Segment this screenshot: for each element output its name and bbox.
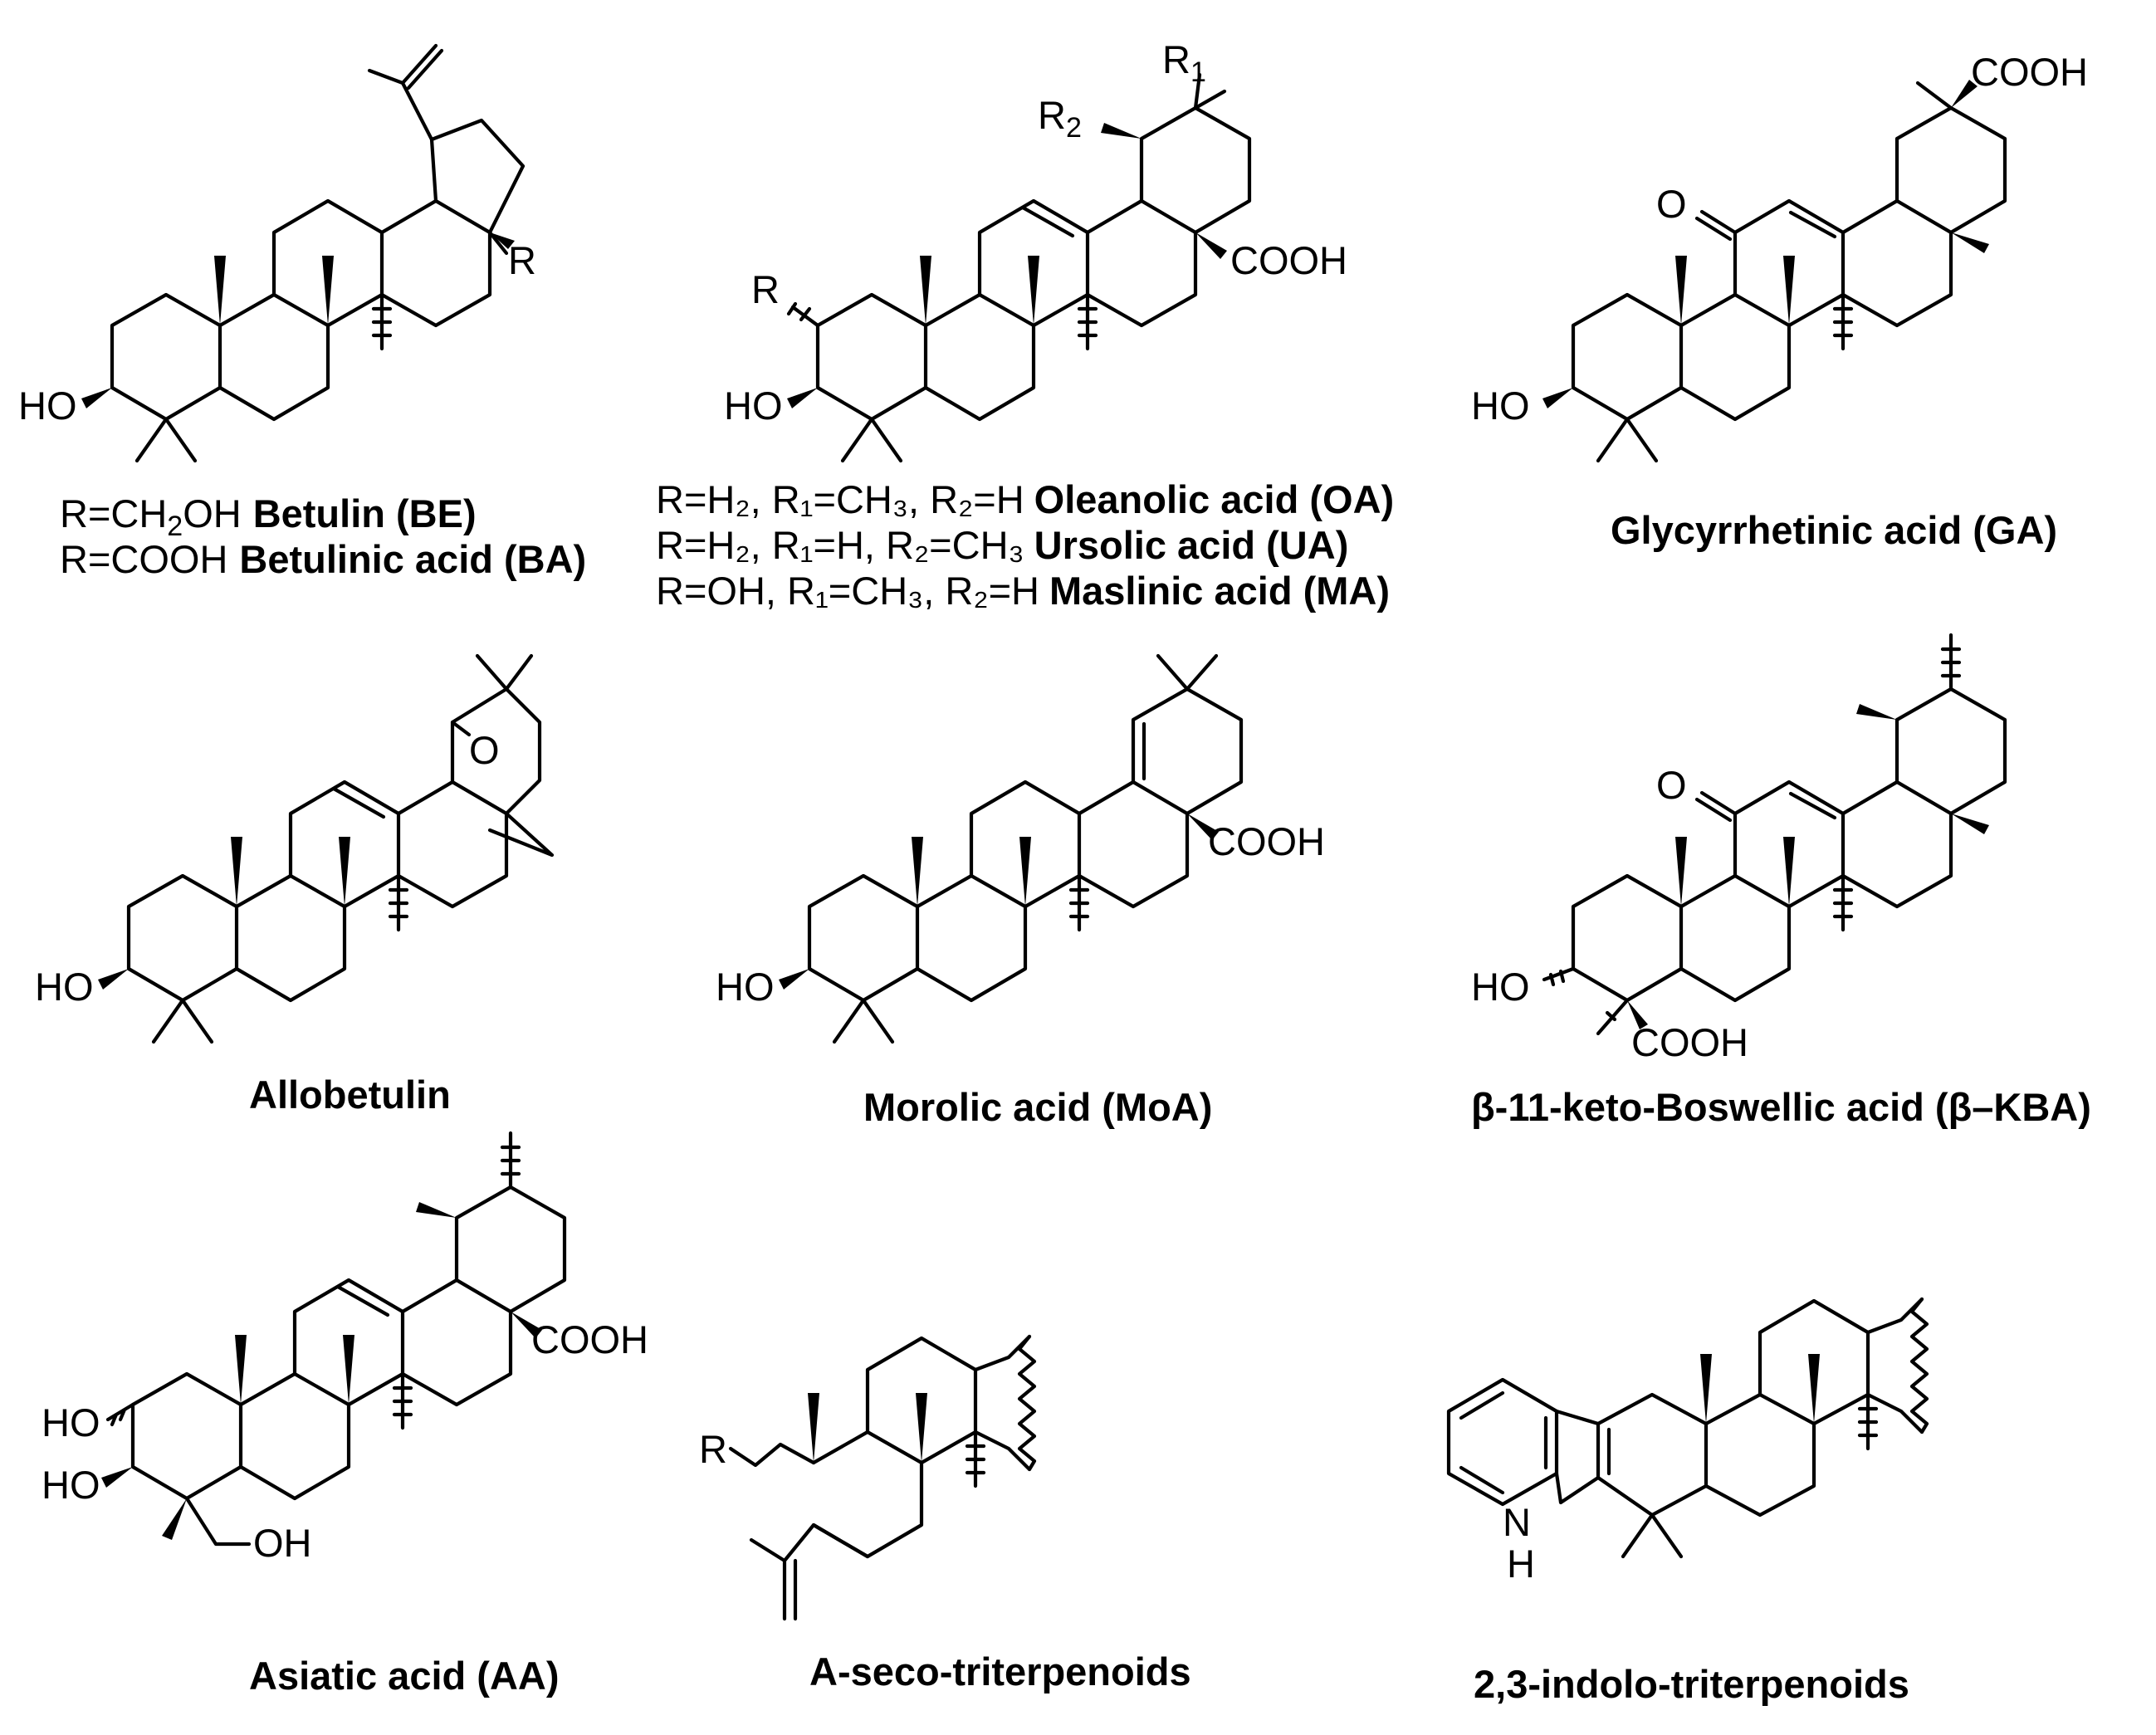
atom-r: R <box>751 267 780 311</box>
atom-ho: HO <box>35 965 94 1009</box>
atom-o: O <box>1656 182 1687 226</box>
caption-allobetulin: Allobetulin <box>249 1073 451 1117</box>
caption-indolo-triterpenoids: 2,3-indolo-triterpenoids <box>1474 1662 1909 1706</box>
caption-glycyrrhetinic-acid: Glycyrrhetinic acid (GA) <box>1611 508 2057 552</box>
caption-a-seco-triterpenoids: A-seco-triterpenoids <box>809 1649 1191 1693</box>
atom-o: O <box>469 728 500 772</box>
caption-asiatic-acid: Asiatic acid (AA) <box>249 1654 559 1698</box>
structure-asiatic-acid: HO HO OH COOH Asiatic acid (AA) <box>42 1131 648 1698</box>
atom-ho: HO <box>1471 965 1530 1009</box>
structure-indolo: N H 2,3-indolo-triterpenoids <box>1446 1297 1929 1706</box>
atom-cooh: COOH <box>1971 50 2088 94</box>
atom-cooh: COOH <box>1230 238 1347 282</box>
atom-r1: R1 <box>1162 37 1206 88</box>
atom-ho: HO <box>716 965 775 1009</box>
atom-ho: HO <box>724 384 783 428</box>
atom-cooh: COOH <box>1631 1020 1748 1064</box>
atom-cooh: COOH <box>1208 819 1325 863</box>
atom-o: O <box>1656 763 1687 807</box>
structure-glycyrrhetinic-acid: O HO COOH Glycyrrhetinic acid (GA) <box>1471 50 2088 552</box>
structure-allobetulin: O HO Allobetulin <box>35 653 555 1117</box>
atom-r: R <box>508 238 536 282</box>
structure-morolic-acid: HO COOH Morolic acid (MoA) <box>716 653 1325 1129</box>
atom-ho: HO <box>18 384 77 428</box>
atom-ho-1: HO <box>42 1400 100 1444</box>
atom-n: N <box>1503 1500 1531 1544</box>
atom-h: H <box>1507 1542 1535 1586</box>
atom-ho: HO <box>1471 384 1530 428</box>
structure-a-seco: R A-seco-triterpenoids <box>699 1334 1191 1693</box>
atom-cooh: COOH <box>531 1317 648 1361</box>
caption-morolic-acid: Morolic acid (MoA) <box>863 1085 1212 1129</box>
structure-beta-kba: O HO COOH β-11-keto-Boswellic acid (β–KB… <box>1471 633 2091 1129</box>
atom-r2: R2 <box>1038 93 1082 144</box>
atom-ho-2: HO <box>42 1463 100 1507</box>
caption-beta-kba: β-11-keto-Boswellic acid (β–KBA) <box>1471 1085 2091 1129</box>
atom-oh: OH <box>253 1521 312 1565</box>
atom-r: R <box>699 1427 727 1471</box>
